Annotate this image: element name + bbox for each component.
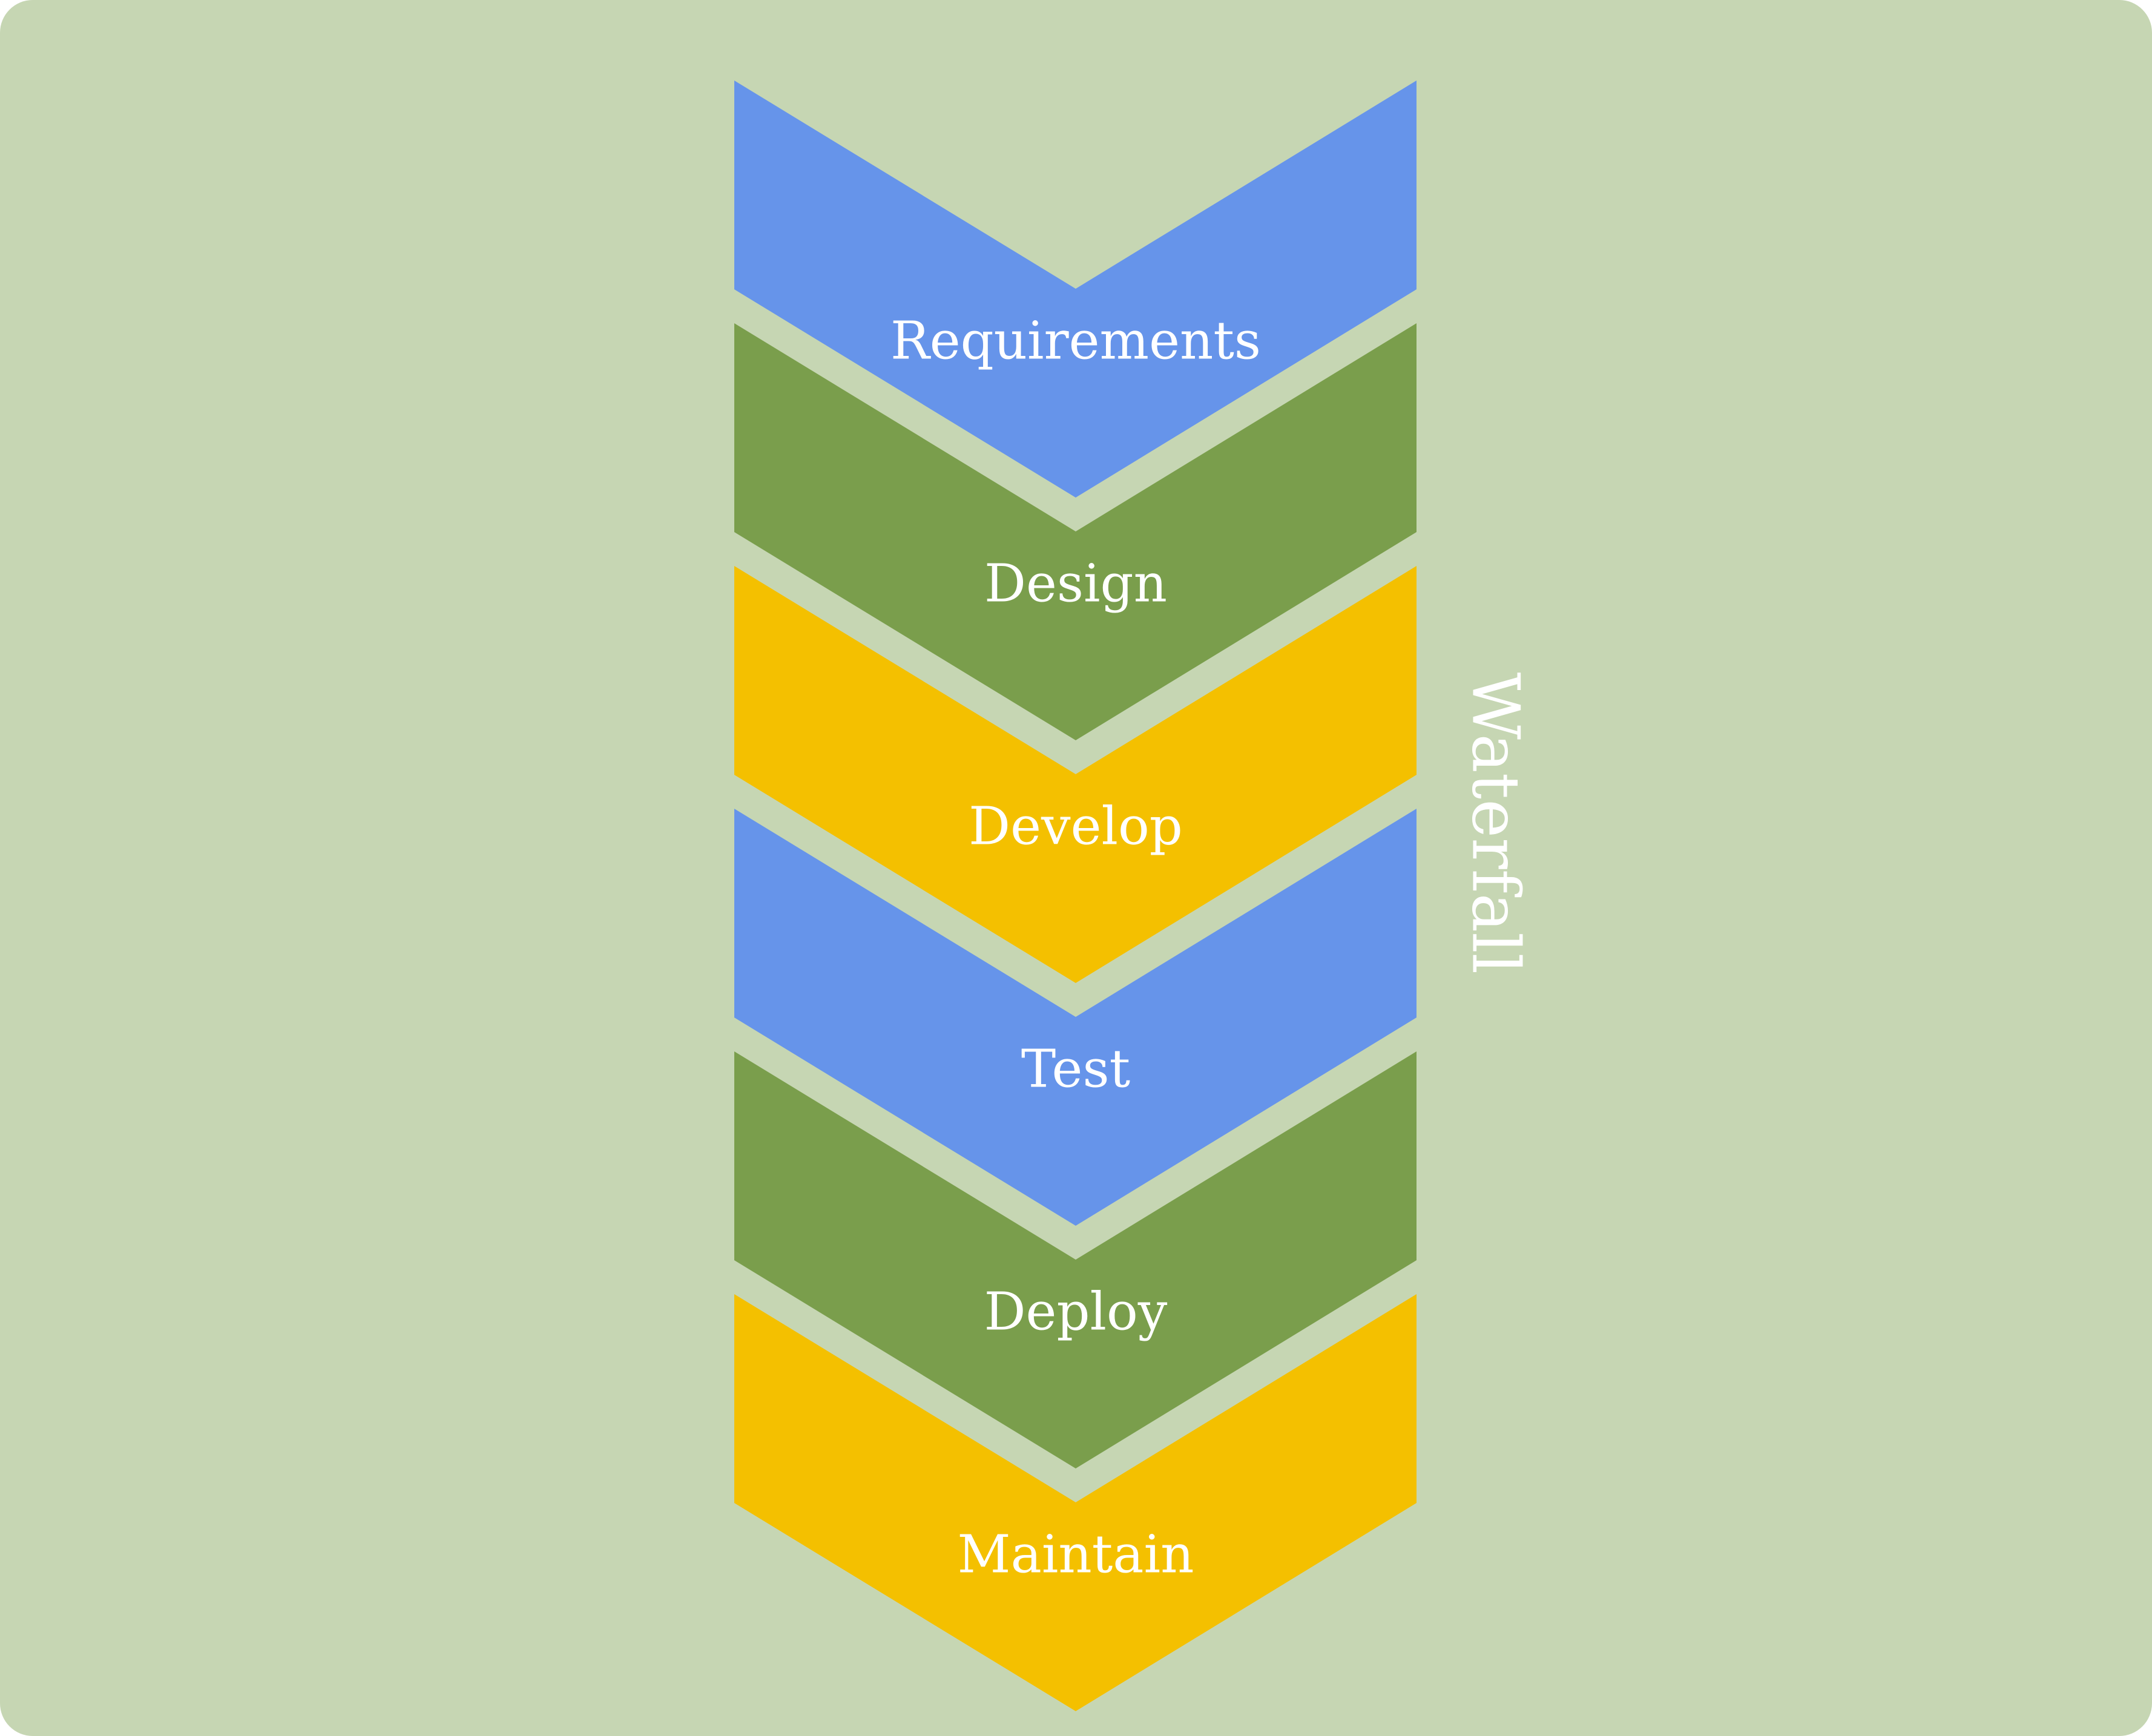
chevron-stack: RequirementsDesignDevelopTestDeployMaint… <box>734 81 1417 1711</box>
stage-chevron <box>734 809 1417 1226</box>
stage-label: Maintain <box>958 1525 1194 1585</box>
stage-chevron <box>734 81 1417 498</box>
stage-label: Test <box>1021 1039 1130 1100</box>
stage-maintain: Maintain <box>734 1294 1417 1711</box>
stage-deploy: Deploy <box>734 1051 1417 1468</box>
stage-test: Test <box>734 809 1417 1226</box>
stage-label: Design <box>984 554 1167 614</box>
stage-design: Design <box>734 323 1417 740</box>
stage-chevron <box>734 323 1417 740</box>
stage-chevron <box>734 1294 1417 1711</box>
stage-develop: Develop <box>734 566 1417 983</box>
waterfall-side-label: Waterfall <box>1458 672 1533 974</box>
stage-label: Requirements <box>890 311 1261 372</box>
stage-label: Deploy <box>984 1282 1168 1343</box>
stage-chevron <box>734 566 1417 983</box>
stage-chevron <box>734 1051 1417 1468</box>
stage-requirements: Requirements <box>734 81 1417 498</box>
stage-label: Develop <box>969 797 1183 857</box>
